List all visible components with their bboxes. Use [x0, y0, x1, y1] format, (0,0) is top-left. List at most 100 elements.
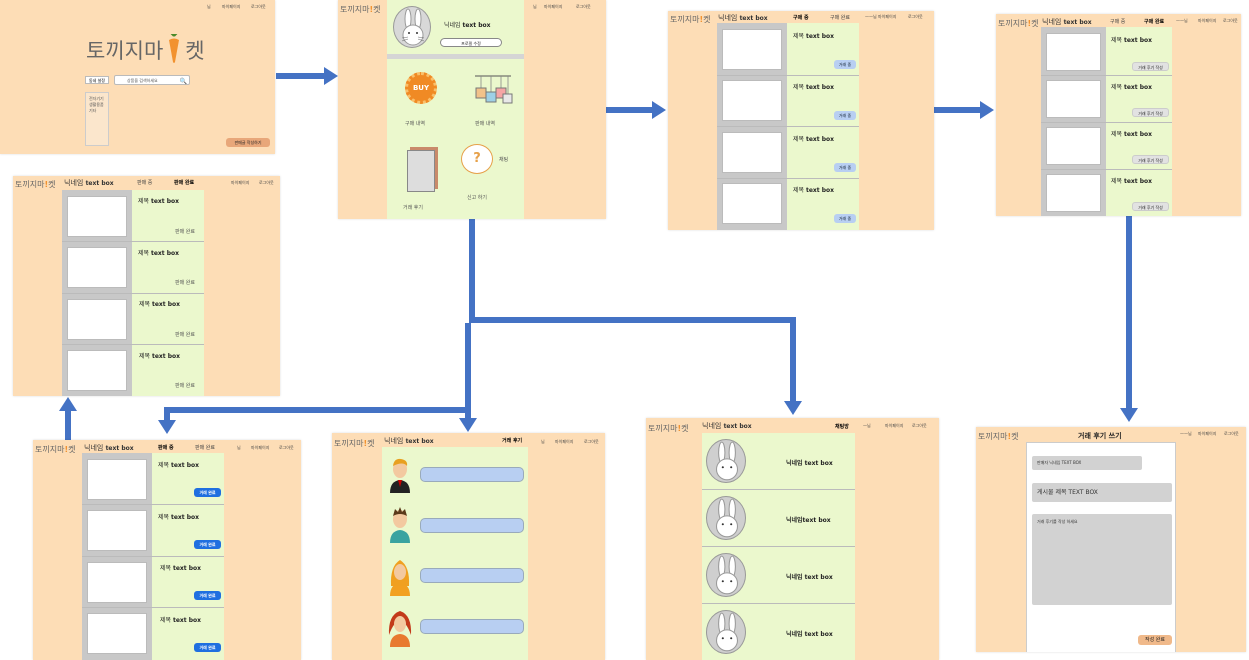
item-title: 제목 text box: [160, 615, 201, 624]
tab-sales-done[interactable]: 판매 완료: [174, 180, 195, 186]
post-title-field[interactable]: 게시물 제목 TEXT BOX: [1032, 483, 1172, 502]
category-item[interactable]: 기타: [89, 108, 97, 113]
title-box: text box: [151, 301, 181, 308]
title-box: text box: [172, 565, 202, 572]
logout-link[interactable]: 로그아웃: [576, 4, 591, 9]
submit-review-button[interactable]: 작성 완료: [1138, 635, 1172, 645]
title-label: 제목: [160, 565, 172, 572]
item-title: 제목 text box: [793, 134, 834, 143]
in-trade-button[interactable]: 거래 중: [834, 60, 856, 69]
complete-trade-button[interactable]: 거래 완료: [194, 540, 221, 549]
complete-trade-button[interactable]: 거래 완료: [194, 591, 221, 600]
tab-selling[interactable]: 판매 중: [137, 180, 153, 186]
logo-suffix: 켓: [68, 445, 76, 454]
mypage-link[interactable]: 마이페이지: [231, 180, 250, 185]
write-review-button[interactable]: 거래 후기 작성: [1132, 62, 1169, 71]
title-label: 제목: [1111, 178, 1123, 185]
review-textarea[interactable]: 거래 후기를 작성 하세요: [1032, 514, 1172, 605]
write-review-button[interactable]: 거래 후기 작성: [1132, 202, 1169, 211]
search-input[interactable]: 상품을 검색하세요 🔍: [114, 75, 190, 85]
write-post-button[interactable]: 판매글 작성하기: [226, 138, 270, 147]
chat-row[interactable]: 닉네임 text box: [702, 433, 855, 489]
sale-status: 판매 완료: [175, 332, 195, 338]
logout-link[interactable]: 로그아웃: [279, 445, 294, 450]
complete-trade-button[interactable]: 거래 완료: [194, 488, 221, 497]
logout-link[interactable]: 로그아웃: [584, 439, 599, 444]
mypage-link[interactable]: 마이페이지: [555, 439, 574, 444]
item-thumbnail: [67, 350, 127, 391]
in-trade-button[interactable]: 거래 중: [834, 111, 856, 120]
tab-purchase-done[interactable]: 구매 완료: [1144, 19, 1165, 25]
user-suffix-text: 님: [867, 423, 871, 428]
mypage-link[interactable]: 마이페이지: [878, 14, 897, 19]
logout-link[interactable]: 로그아웃: [1223, 18, 1238, 23]
mypage-link[interactable]: 마이페이지: [1198, 18, 1217, 23]
review-menu[interactable]: 거래 후기: [401, 150, 441, 212]
category-item[interactable]: 생활용품: [89, 102, 104, 107]
chat-nickname: 닉네임 text box: [786, 574, 833, 581]
user-suffix: ——님: [1180, 431, 1192, 436]
edit-profile-button[interactable]: 프로필 수정: [440, 38, 502, 47]
sale-status: 판매 완료: [175, 383, 195, 389]
purchase-menu[interactable]: BUY 구매 내역: [401, 72, 441, 132]
chat-row[interactable]: 닉네임 text box: [702, 547, 855, 603]
logout-link[interactable]: 로그아웃: [1224, 431, 1239, 436]
town-button[interactable]: 동네 설정: [85, 76, 109, 84]
purchase-history-label: 구매 내역: [405, 121, 425, 127]
nickname-box: text box: [462, 22, 491, 29]
user-suffix: 님: [237, 445, 241, 450]
category-item[interactable]: 전자기기: [89, 96, 104, 101]
report-label: 신고 하기: [467, 195, 487, 201]
row-divider: [717, 178, 859, 179]
arrow-head: [459, 418, 477, 432]
document-icon: [407, 150, 435, 192]
title-label: 제목: [793, 136, 805, 143]
search-icon[interactable]: 🔍: [179, 78, 187, 85]
logout-link[interactable]: 로그아웃: [251, 4, 266, 9]
mypage-link[interactable]: 마이페이지: [222, 4, 241, 9]
mypage-link[interactable]: 마이페이지: [544, 4, 563, 9]
row-divider: [702, 489, 855, 490]
chat-nickname: 닉네임 text box: [786, 460, 833, 467]
title-box: text box: [805, 33, 835, 40]
title-label: 제목: [158, 462, 170, 469]
report-menu[interactable]: ? 채팅 신고 하기: [461, 144, 519, 206]
logout-link[interactable]: 로그아웃: [259, 180, 274, 185]
tab-sales-done[interactable]: 판매 완료: [195, 445, 215, 451]
title-label: 제목: [138, 198, 150, 205]
title-label: 제목: [158, 514, 170, 521]
write-review-button[interactable]: 거래 후기 작성: [1132, 108, 1169, 117]
chat-row[interactable]: 닉네임 text box: [702, 604, 855, 660]
title-label: 제목: [1111, 131, 1123, 138]
mypage-link[interactable]: 마이페이지: [1198, 431, 1217, 436]
main-logo: 토끼지마 켓: [86, 32, 205, 65]
tab-purchase-done[interactable]: 구매 완료: [830, 15, 850, 21]
logout-link[interactable]: 로그아웃: [908, 14, 923, 19]
carrot-icon: !: [44, 180, 49, 189]
tab-selling[interactable]: 판매 중: [158, 445, 174, 451]
logout-link[interactable]: 로그아웃: [912, 423, 927, 428]
in-trade-button[interactable]: 거래 중: [834, 163, 856, 172]
chat-label: 채팅: [499, 157, 509, 163]
mypage-link[interactable]: 마이페이지: [251, 445, 270, 450]
category-list: 전자기기 생활용품 기타: [85, 92, 109, 146]
carrot-icon: !: [677, 424, 682, 433]
tab-purchasing[interactable]: 구매 중: [1110, 19, 1126, 25]
in-trade-button[interactable]: 거래 중: [834, 214, 856, 223]
mypage-link[interactable]: 마이페이지: [885, 423, 904, 428]
chat-row[interactable]: 닉네임text box: [702, 490, 855, 546]
row-divider: [702, 603, 855, 604]
seller-nickname-field[interactable]: 판매자 닉네임 TEXT BOX: [1032, 456, 1142, 470]
title-label: 제목: [1111, 84, 1123, 91]
screen-main: 님 마이페이지 로그아웃 토끼지마 켓 동네 설정 상품을 검색하세요 🔍 전자…: [0, 0, 275, 154]
item-thumbnail: [87, 613, 147, 654]
sales-menu[interactable]: 판매 내역: [471, 72, 515, 132]
write-review-button[interactable]: 거래 후기 작성: [1132, 155, 1169, 164]
complete-trade-button[interactable]: 거래 완료: [194, 643, 221, 652]
tab-purchasing[interactable]: 구매 중: [793, 15, 809, 21]
question-bubble-icon: ?: [461, 144, 493, 174]
screen-purchase: 토끼지마!켓 ——님 마이페이지 로그아웃 닉네임 text box 구매 중 …: [668, 11, 934, 230]
arrow-purchase-to-done: [934, 107, 982, 113]
screen-sales-done: 토끼지마!켓 마이페이지 로그아웃 닉네임 text box 판매 중 판매 완…: [13, 176, 280, 396]
logo: 토끼지마!켓: [670, 14, 710, 25]
